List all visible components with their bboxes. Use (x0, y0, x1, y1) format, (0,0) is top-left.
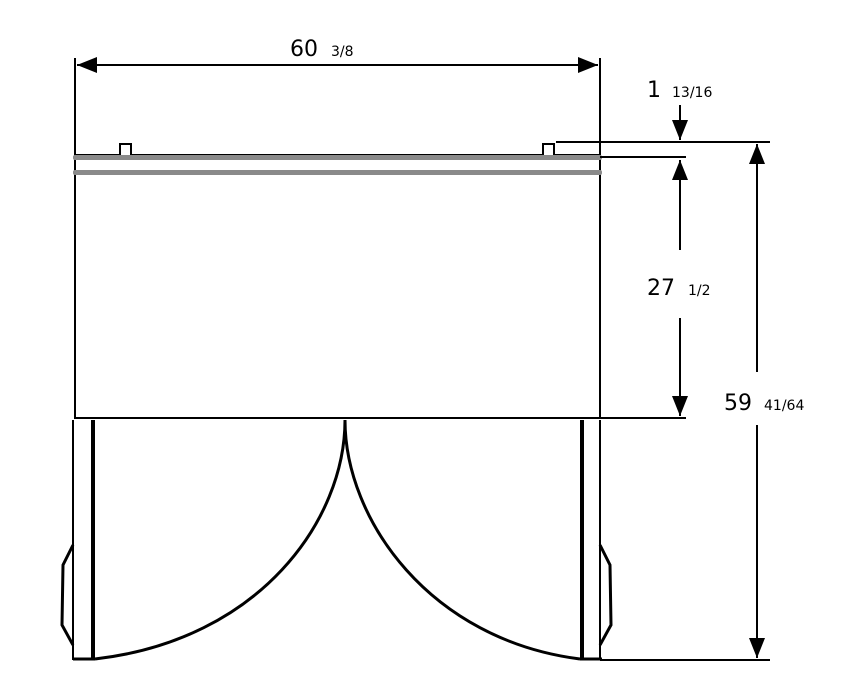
left-handle (60, 544, 75, 646)
doors (60, 419, 613, 661)
left-hinge (119, 143, 132, 155)
top-rail-whole: 1 (647, 78, 661, 103)
right-handle (598, 544, 613, 646)
cabinet-body (73, 143, 602, 419)
right-hinge (542, 143, 555, 155)
width-whole: 60 (290, 37, 318, 62)
left-door-swing (94, 419, 347, 661)
top-rail-fraction: 13/16 (672, 85, 712, 101)
overall-depth-fraction: 41/64 (764, 398, 804, 414)
body-depth-fraction: 1/2 (688, 283, 711, 299)
overall-depth-whole: 59 (724, 391, 752, 416)
right-door-swing (343, 419, 581, 661)
width-dimension: 60 3/8 (74, 37, 601, 155)
width-fraction: 3/8 (331, 44, 354, 60)
body-depth-whole: 27 (647, 276, 675, 301)
depth-dimensions (556, 105, 770, 661)
